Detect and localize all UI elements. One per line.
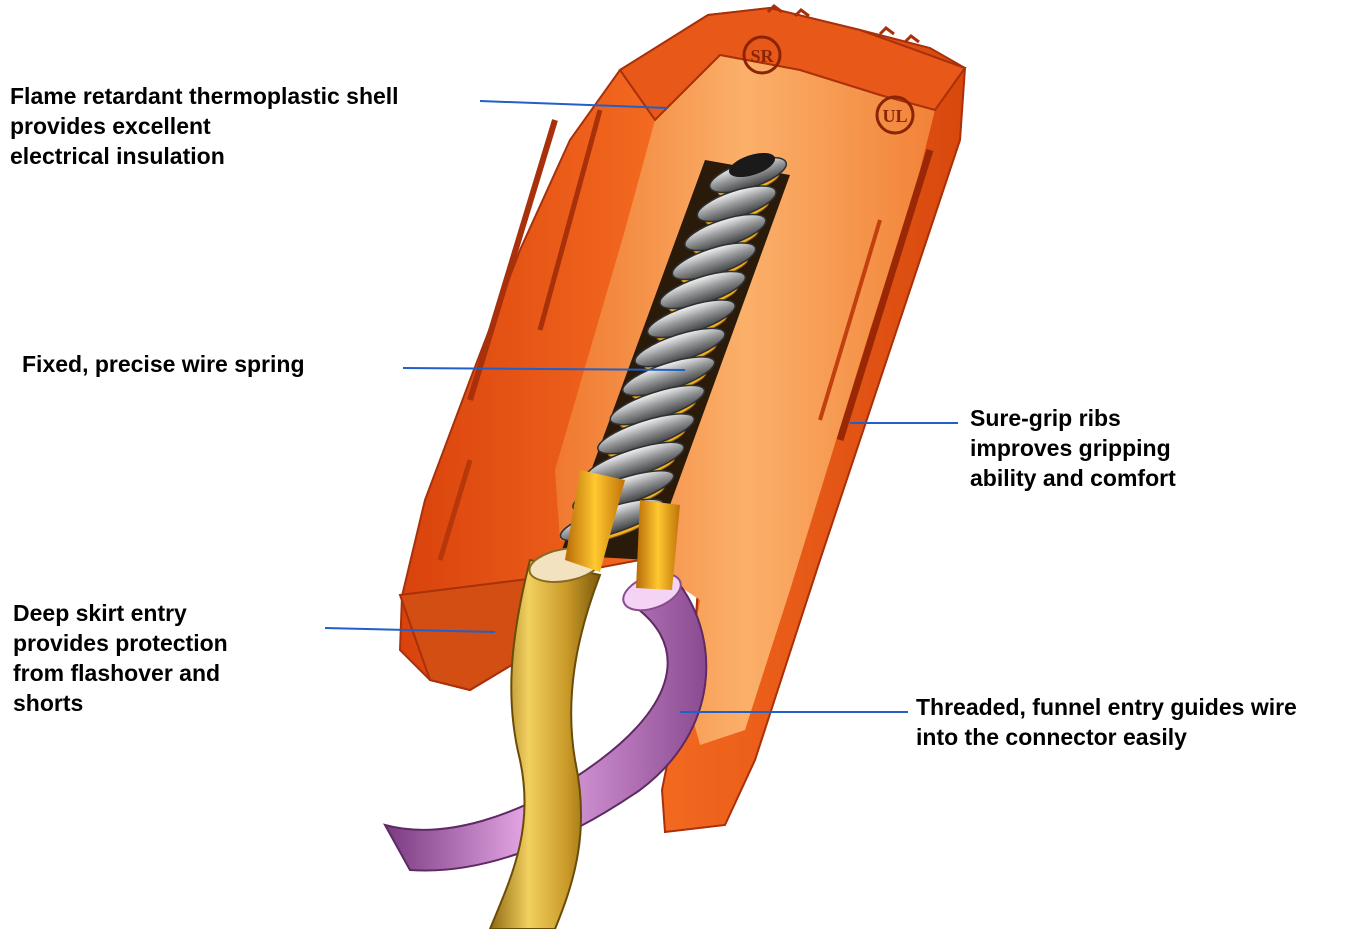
callout-skirt-entry: Deep skirt entry provides protection fro… [13,598,228,718]
callout-wire-spring: Fixed, precise wire spring [22,349,305,379]
callout-thermoplastic-shell: Flame retardant thermoplastic shell prov… [10,81,399,171]
callout-grip-ribs: Sure-grip ribs improves gripping ability… [970,403,1176,493]
svg-text:UL: UL [882,106,907,126]
svg-text:SR: SR [750,46,774,66]
callout-funnel-entry: Threaded, funnel entry guides wire into … [916,692,1297,752]
